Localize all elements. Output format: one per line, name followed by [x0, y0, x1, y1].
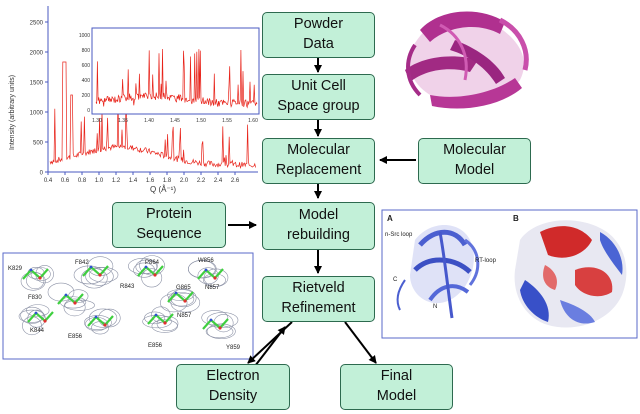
inset-x-tick-label: 1.30: [92, 118, 102, 124]
y-tick-label: 2000: [30, 51, 44, 57]
n-src-loop-label: n-Src loop: [385, 232, 413, 238]
inset-y-tick-label: 0: [87, 108, 90, 114]
residue-stick: [202, 318, 229, 330]
x-tick-label: 2.6: [231, 178, 240, 184]
residue-label: P864: [145, 260, 160, 266]
inset-pattern-line: [95, 48, 258, 109]
inset-x-tick-label: 1.45: [170, 118, 180, 124]
blue-ribbon-model: [396, 225, 480, 319]
unit-cell-box: Unit Cell Space group: [262, 74, 375, 120]
residue-label: W856: [198, 258, 214, 264]
inset-y-tick-label: 200: [82, 93, 91, 99]
residue-label: N857: [177, 313, 192, 319]
x-tick-label: 2.0: [180, 178, 189, 184]
residue-stick: [82, 265, 109, 277]
c-terminus-label: C: [393, 277, 398, 283]
residue-stick: [87, 315, 114, 327]
x-tick-label: 1.6: [146, 178, 155, 184]
final-model-box: Final Model: [340, 364, 453, 410]
residue-label: K829: [8, 266, 23, 272]
residue-label: R843: [120, 284, 135, 290]
rietveld-refinement-box: Rietveld Refinement: [262, 276, 375, 322]
inset-x-tick-label: 1.50: [196, 118, 206, 124]
molecular-replacement-box: Molecular Replacement: [262, 138, 375, 184]
inset-x-tick-label: 1.40: [144, 118, 154, 124]
n-terminus-label: N: [433, 304, 437, 310]
inset-y-tick-label: 800: [82, 48, 91, 54]
residue-stick: [22, 268, 49, 280]
x-tick-label: 0.6: [61, 178, 70, 184]
y-tick-label: 500: [33, 141, 44, 147]
y-tick-label: 2500: [30, 21, 44, 27]
protein-sequence-box: Protein Sequence: [112, 202, 226, 248]
inset-y-tick-label: 600: [82, 63, 91, 69]
inset-x-tick-label: 1.55: [222, 118, 232, 124]
y-tick-label: 1500: [30, 81, 44, 87]
powder-data-box: Powder Data: [262, 12, 375, 58]
molecular-model-box: Molecular Model: [418, 138, 531, 184]
arrow-rietveld-to-density: [247, 321, 293, 364]
x-tick-label: 2.4: [214, 178, 223, 184]
x-tick-label: 1.2: [112, 178, 121, 184]
residue-stick: [167, 291, 194, 303]
y-tick-label: 0: [40, 171, 44, 177]
residue-stick: [197, 268, 224, 280]
x-tick-label: 0.8: [78, 178, 87, 184]
residue-label: F842: [75, 260, 89, 266]
x-tick-label: 1.8: [163, 178, 172, 184]
x-tick-label: 1.4: [129, 178, 138, 184]
inset-plot: 0 200 400 600 800 1000 1.30 1.35 1.40 1.45 1.50 1.…: [79, 27, 260, 124]
electrostatic-surface: [514, 220, 627, 328]
residue-label: E856: [148, 343, 163, 349]
residue-stick: [147, 313, 174, 325]
residue-label: F830: [28, 295, 42, 301]
residue-label: Y859: [226, 345, 241, 351]
model-rebuilding-box: Model rebuilding: [262, 202, 375, 250]
residue-label: K844: [30, 328, 45, 334]
x-axis-label: Q (Å⁻¹): [150, 185, 176, 194]
residue-label: G865: [176, 285, 191, 291]
x-tick-label: 1.0: [95, 178, 104, 184]
x-tick-label: 2.2: [197, 178, 206, 184]
x-tick-label: 0.4: [44, 178, 53, 184]
residue-label: N857: [205, 285, 220, 291]
structure-panel: A B n-Src loop RT-loop C N: [381, 209, 638, 339]
electron-density-box: Electron Density: [176, 364, 290, 410]
residue-stick: [27, 311, 54, 323]
inset-y-tick-label: 400: [82, 78, 91, 84]
inset-x-tick-label: 1.35: [118, 118, 128, 124]
y-axis-label: Intensity (arbitrary units): [9, 75, 16, 150]
residue-label: E856: [68, 334, 83, 340]
arrow-rietveld-to-final: [344, 321, 377, 364]
inset-y-tick-label: 1000: [79, 33, 90, 39]
rt-loop-label: RT-loop: [475, 258, 497, 264]
diffraction-pattern-line: [49, 61, 256, 170]
residue-stick: [137, 265, 164, 277]
residue-stick: [57, 293, 84, 305]
flow-arrows: [228, 58, 416, 367]
y-tick-label: 1000: [30, 111, 44, 117]
protein-ribbon-image: [405, 11, 529, 109]
arrow-density-to-rietveld: [254, 326, 286, 367]
panel-b-label: B: [513, 214, 519, 223]
inset-x-tick-label: 1.60: [248, 118, 258, 124]
panel-a-label: A: [387, 214, 393, 223]
